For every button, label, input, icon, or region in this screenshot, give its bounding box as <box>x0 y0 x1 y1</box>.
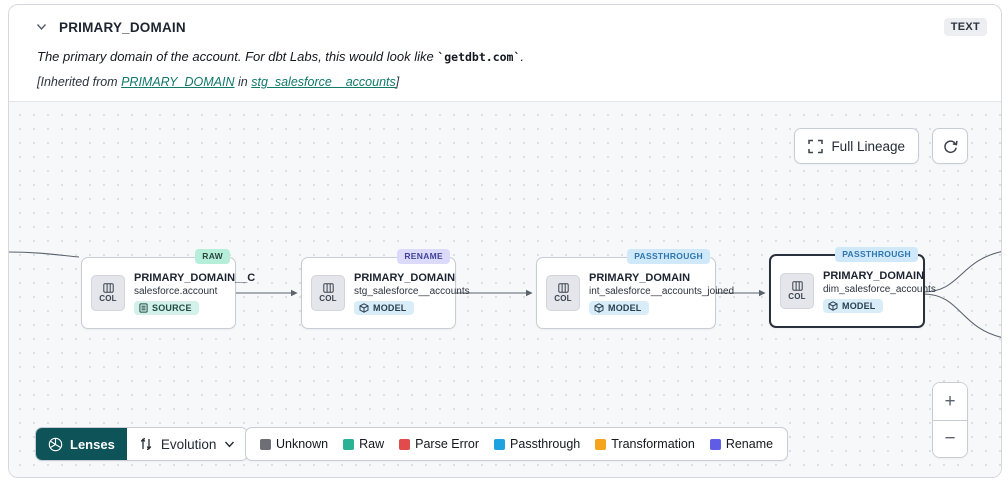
node-model-name: stg_salesforce__accounts <box>354 285 470 297</box>
node-model-name: int_salesforce__accounts_joined <box>589 285 735 297</box>
inherited-model-link[interactable]: stg_salesforce__accounts <box>251 75 396 89</box>
full-lineage-button[interactable]: Full Lineage <box>794 128 919 164</box>
refresh-icon <box>942 138 959 155</box>
legend-item: Parse Error <box>399 437 479 451</box>
legend-item: Passthrough <box>494 437 580 451</box>
inline-code: `getdbt.com` <box>437 50 521 64</box>
column-chip: COL <box>91 275 125 311</box>
legend-swatch <box>343 438 355 450</box>
model-cube-icon <box>359 302 369 313</box>
legend-swatch <box>595 438 607 450</box>
legend-item: Transformation <box>595 437 695 451</box>
legend-item: Unknown <box>260 437 328 451</box>
zoom-controls: + − <box>932 382 968 458</box>
evolution-badge: PASSTHROUGH <box>627 249 710 264</box>
column-chip: COL <box>546 275 580 311</box>
legend-swatch <box>494 438 506 450</box>
evolution-lens-icon <box>139 436 153 452</box>
lenses-toolbar: Lenses Evolution <box>35 427 249 461</box>
lineage-edges <box>9 251 1001 338</box>
legend-swatch <box>709 438 721 450</box>
legend-swatch <box>399 438 411 450</box>
lineage-node-intermediate[interactable]: PASSTHROUGH COL PRIMARY_DOMAIN int_sales… <box>536 249 735 329</box>
node-model-name: salesforce.account <box>134 285 218 297</box>
resource-type-badge: MODEL <box>823 298 883 313</box>
node-title: PRIMARY_DOMAIN__C <box>134 271 256 284</box>
column-header: PRIMARY_DOMAIN TEXT The primary domain o… <box>9 5 1001 101</box>
lineage-node-dim-selected[interactable]: PASSTHROUGH COL PRIMARY_DOMAIN dim_sales… <box>769 247 936 328</box>
lenses-button[interactable]: Lenses <box>36 428 127 460</box>
legend-item: Rename <box>709 437 773 451</box>
lens-select-dropdown[interactable]: Evolution <box>126 428 248 460</box>
node-title: PRIMARY_DOMAIN <box>354 271 456 284</box>
column-type-badge: TEXT <box>943 18 987 36</box>
inherited-from-note: [Inherited from PRIMARY_DOMAIN in stg_sa… <box>37 75 400 89</box>
columns-icon <box>791 281 803 291</box>
legend-item: Raw <box>343 437 384 451</box>
lineage-node-staging[interactable]: RENAME COL PRIMARY_DOMAIN stg_salesforce… <box>301 249 470 329</box>
columns-icon <box>322 283 334 293</box>
collapse-chevron-icon[interactable] <box>31 17 51 37</box>
resource-type-badge: SOURCE <box>134 300 199 315</box>
resource-type-badge: MODEL <box>589 300 649 315</box>
column-lineage-panel: PRIMARY_DOMAIN TEXT The primary domain o… <box>8 4 1002 478</box>
column-title: PRIMARY_DOMAIN <box>59 19 186 35</box>
chevron-down-icon <box>224 441 235 448</box>
evolution-badge: RENAME <box>397 249 450 264</box>
column-chip: COL <box>311 275 345 311</box>
expand-icon <box>808 139 824 154</box>
lens-aperture-icon <box>48 437 63 452</box>
node-title: PRIMARY_DOMAIN <box>823 269 925 282</box>
inherited-column-link[interactable]: PRIMARY_DOMAIN <box>121 75 235 89</box>
column-chip: COL <box>780 273 814 309</box>
model-cube-icon <box>828 300 838 311</box>
zoom-in-button[interactable]: + <box>933 383 967 420</box>
lineage-canvas[interactable]: Full Lineage RAW COL PRIMARY_DOMAIN__C <box>9 101 1001 477</box>
lineage-node-source[interactable]: RAW COL PRIMARY_DOMAIN__C salesforce.acc… <box>81 249 256 329</box>
columns-icon <box>557 283 569 293</box>
legend-swatch <box>260 438 271 450</box>
model-cube-icon <box>594 302 604 313</box>
zoom-out-button[interactable]: − <box>933 420 967 457</box>
node-title: PRIMARY_DOMAIN <box>589 271 691 284</box>
evolution-legend: Unknown Raw Parse Error Passthrough Tran… <box>245 427 789 461</box>
evolution-badge: PASSTHROUGH <box>835 247 918 262</box>
column-description: The primary domain of the account. For d… <box>37 49 525 64</box>
columns-icon <box>102 283 114 293</box>
source-icon <box>139 302 148 313</box>
evolution-badge: RAW <box>195 249 230 264</box>
refresh-button[interactable] <box>932 128 968 164</box>
node-model-name: dim_salesforce_accounts <box>823 283 936 295</box>
resource-type-badge: MODEL <box>354 300 414 315</box>
